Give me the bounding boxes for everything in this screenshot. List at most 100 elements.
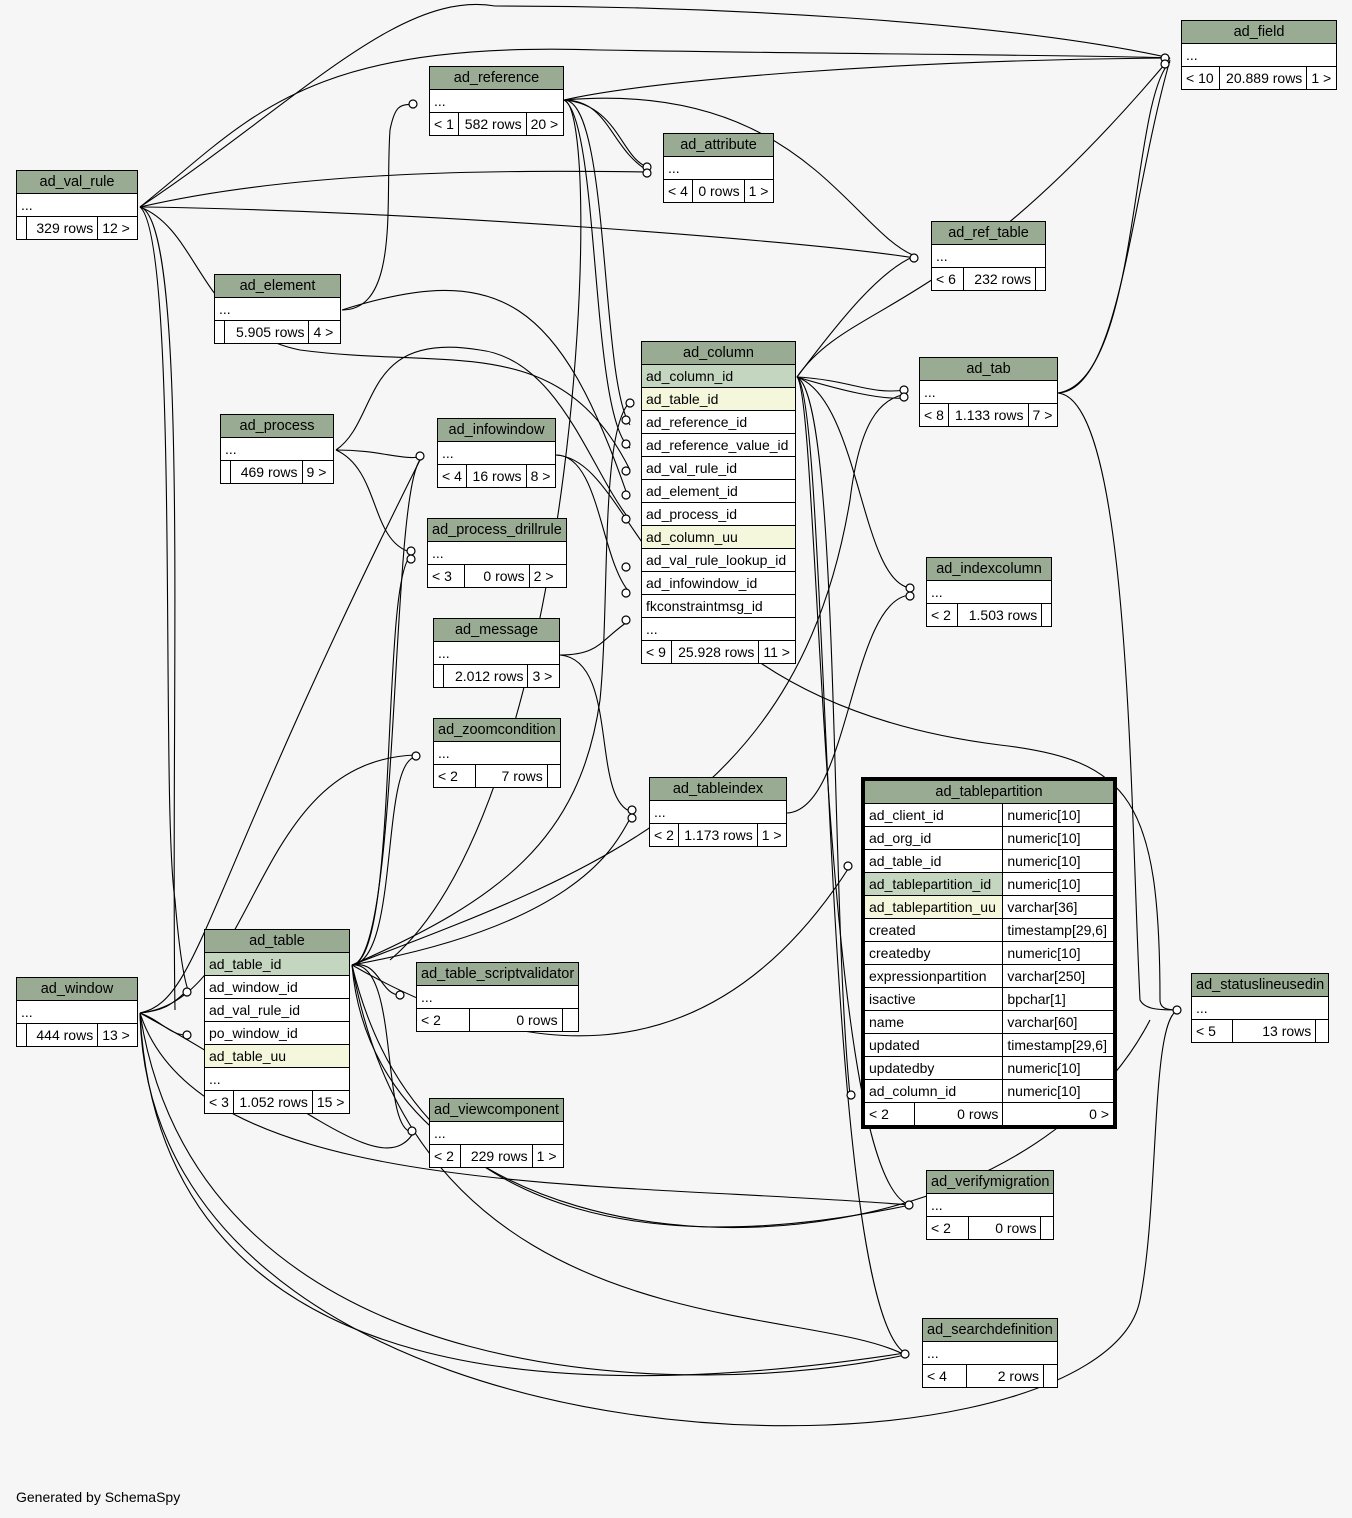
children-count[interactable] [1040, 1216, 1055, 1240]
children-count[interactable]: 1 > [1306, 66, 1337, 90]
parents-count[interactable] [16, 216, 27, 240]
table-ad_column[interactable]: ad_column ad_column_id ad_table_id ad_re… [641, 341, 796, 664]
relationship-edge [335, 346, 631, 521]
children-count[interactable]: 11 > [758, 640, 796, 664]
children-count[interactable]: 20 > [525, 112, 565, 136]
parents-count[interactable]: < 6 [931, 267, 964, 291]
children-count[interactable]: 12 > [97, 216, 138, 240]
parents-count[interactable]: < 4 [436, 464, 468, 488]
column-row: ad_table_id [204, 952, 350, 976]
relationship-endpoint [900, 1349, 910, 1359]
relationship-edge [351, 964, 911, 1228]
row-count: 13 rows [1232, 1019, 1317, 1043]
parents-count[interactable]: < 2 [925, 603, 959, 627]
children-count[interactable] [1035, 267, 1046, 291]
parents-count[interactable]: < 3 [426, 564, 466, 588]
parents-count[interactable]: < 1 [428, 112, 460, 136]
parents-count[interactable]: < 2 [415, 1008, 471, 1032]
parents-count[interactable] [16, 1023, 27, 1047]
children-count[interactable] [561, 1008, 580, 1032]
relationship-edge [139, 4, 1171, 208]
relationship-edge [139, 206, 176, 1011]
parents-count[interactable]: < 4 [662, 179, 694, 203]
children-count[interactable]: 13 > [97, 1023, 138, 1047]
children-count[interactable]: 1 > [743, 179, 775, 203]
children-count[interactable]: 2 > [528, 564, 567, 588]
children-count[interactable] [1041, 603, 1052, 627]
children-count[interactable]: 7 > [1027, 403, 1059, 427]
children-count[interactable] [546, 764, 561, 788]
parents-count[interactable]: < 3 [203, 1090, 235, 1114]
relationship-edge [139, 206, 191, 996]
relationship-endpoint [395, 990, 405, 1000]
parents-count[interactable] [214, 320, 225, 344]
generated-by-footer: Generated by SchemaSpy [16, 1489, 181, 1505]
parents-count[interactable]: < 10 [1181, 66, 1220, 90]
column-name: expressionpartition [863, 964, 1004, 988]
parents-count[interactable]: < 2 [648, 823, 680, 847]
children-count[interactable]: 8 > [525, 464, 557, 488]
table-ad_table[interactable]: ad_table ad_table_id ad_window_id ad_val… [203, 929, 351, 1114]
relationship-edge [139, 1012, 906, 1377]
children-count[interactable]: 0 > [1002, 1102, 1114, 1126]
row-count: 0 rows [914, 1102, 1004, 1126]
children-count[interactable]: 15 > [311, 1090, 351, 1114]
relationship-edge [139, 48, 1171, 208]
relationship-edge [555, 454, 631, 594]
column-name: isactive [863, 987, 1004, 1011]
relationship-edge [139, 1009, 1181, 1427]
column-row: ... [663, 156, 774, 180]
parents-count[interactable]: < 8 [918, 403, 950, 427]
parents-count[interactable]: < 9 [641, 640, 672, 664]
parents-count[interactable] [433, 664, 444, 688]
parents-count[interactable] [220, 460, 231, 484]
children-count[interactable]: 9 > [301, 460, 335, 484]
table-name: ad_val_rule [16, 170, 138, 194]
relationship-edge [1057, 59, 1171, 394]
parents-count[interactable]: < 5 [1190, 1019, 1234, 1043]
column-row: ad_column_id [641, 364, 796, 388]
parents-count[interactable]: < 2 [926, 1216, 969, 1240]
parents-count[interactable]: < 4 [921, 1364, 968, 1388]
parents-count[interactable]: < 2 [433, 764, 476, 788]
children-count[interactable] [1042, 1364, 1058, 1388]
column-name: createdby [863, 941, 1004, 965]
row-count: 0 rows [692, 179, 745, 203]
children-count[interactable]: 1 > [531, 1144, 564, 1168]
parents-count[interactable]: < 2 [428, 1144, 462, 1168]
table-name: ad_tablepartition [864, 780, 1114, 804]
parents-count[interactable]: < 2 [863, 1102, 916, 1126]
relationship-edge [351, 964, 1151, 1229]
children-count[interactable]: 4 > [308, 320, 341, 344]
column-row: ... [220, 437, 334, 461]
children-count[interactable]: 3 > [527, 664, 560, 688]
table-name: ad_ref_table [931, 221, 1046, 245]
table-name: ad_tableindex [649, 777, 787, 801]
column-row: ad_reference_id [641, 410, 796, 434]
children-count[interactable] [1315, 1019, 1330, 1043]
children-count[interactable]: 1 > [756, 823, 788, 847]
row-count: 1.133 rows [948, 403, 1029, 427]
column-name: ad_org_id [863, 826, 1004, 850]
